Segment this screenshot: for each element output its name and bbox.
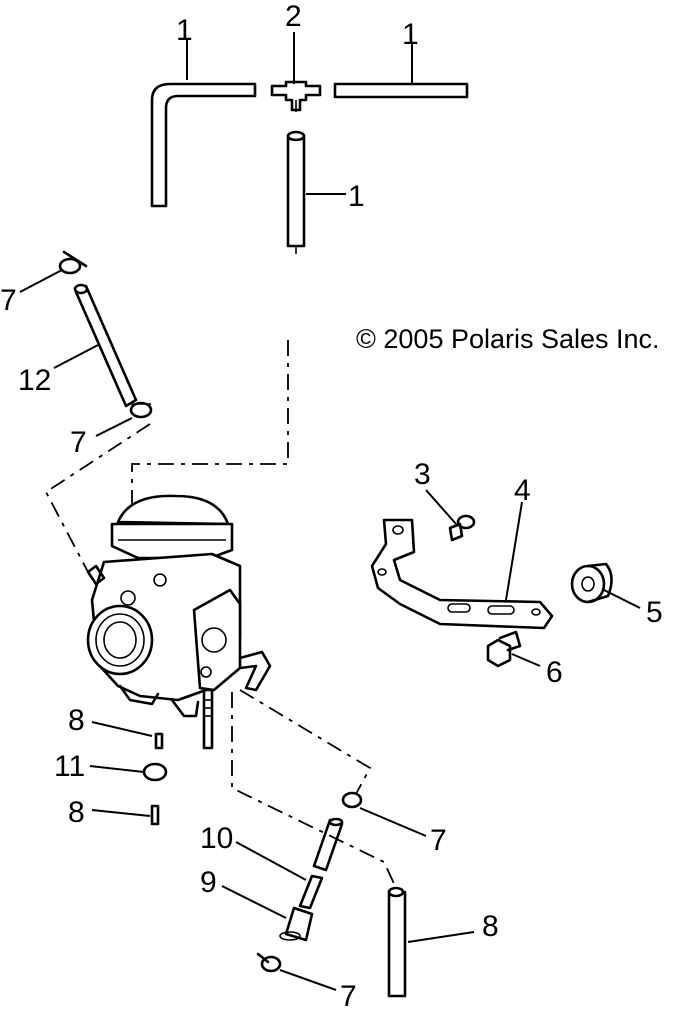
vent-hose-12 — [73, 283, 138, 408]
callout-7-upper-left: 7 — [0, 284, 17, 317]
clamp-bottom — [256, 952, 282, 973]
callout-4: 4 — [514, 474, 531, 507]
leader-lines — [19, 32, 641, 991]
hose-elbow-left — [150, 82, 257, 208]
carburetor-body — [86, 494, 272, 750]
hose-vertical-center — [286, 130, 306, 254]
callout-labels: 1 2 1 1 7 12 7 3 4 5 6 8 11 8 7 10 9 8 7 — [0, 0, 663, 1010]
hose-10 — [312, 817, 344, 872]
callout-1-center: 1 — [348, 180, 365, 213]
bushing-5 — [570, 562, 613, 604]
callout-11: 11 — [54, 750, 85, 783]
callout-9: 9 — [200, 866, 217, 899]
tee-fitting — [270, 80, 322, 112]
callout-10: 10 — [200, 822, 233, 855]
callout-7-bottom: 7 — [340, 980, 357, 1010]
callout-8-upper: 8 — [68, 704, 85, 737]
hose-8-long — [387, 886, 407, 998]
connection-lines — [44, 340, 397, 889]
copyright-text: © 2005 Polaris Sales Inc. — [356, 324, 660, 354]
callout-8-right: 8 — [482, 910, 499, 943]
callout-7-lower-left: 7 — [70, 426, 87, 459]
clamp-lower-left — [129, 401, 153, 419]
callout-7-right: 7 — [430, 824, 447, 857]
mounting-bracket-4 — [370, 518, 554, 630]
bolt-6 — [486, 630, 522, 668]
callout-1-right: 1 — [402, 18, 419, 51]
callout-1-left: 1 — [176, 14, 193, 47]
callout-5: 5 — [646, 596, 663, 629]
clamp-upper-left — [58, 250, 88, 275]
bolt-3 — [448, 514, 476, 542]
clamp-lower-right — [341, 791, 363, 809]
small-hose-8-upper — [154, 732, 164, 750]
callout-2: 2 — [285, 0, 302, 33]
fitting-9 — [279, 874, 324, 942]
small-hose-8-lower — [150, 804, 160, 826]
callout-3: 3 — [414, 458, 431, 491]
callout-12: 12 — [18, 364, 51, 397]
callout-8-lower: 8 — [68, 796, 85, 829]
washer-11 — [142, 762, 168, 782]
callout-6: 6 — [546, 656, 563, 689]
hose-straight-right — [333, 82, 469, 99]
